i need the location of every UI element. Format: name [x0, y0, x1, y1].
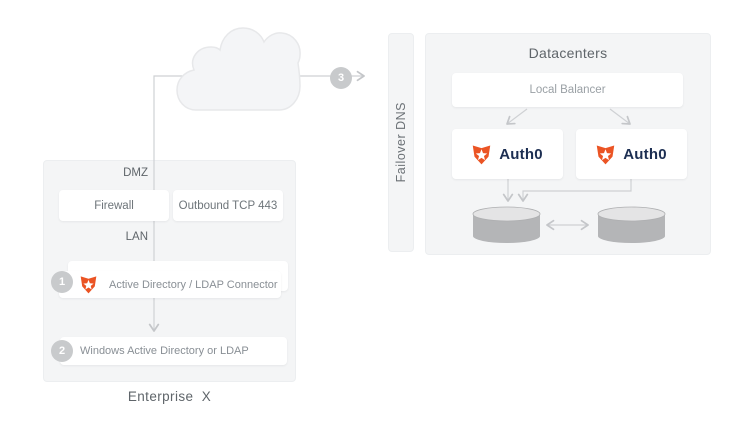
balancer-to-node1-arrow	[506, 108, 528, 125]
failover-dns-bar: Failover DNS	[388, 33, 414, 252]
windows-ad-label: Windows Active Directory or LDAP	[80, 345, 249, 357]
local-balancer-label: Local Balancer	[529, 84, 606, 96]
local-balancer-node: Local Balancer	[452, 73, 683, 107]
auth0-shield-icon	[80, 276, 97, 294]
auth0-wordmark: Auth0	[499, 145, 543, 163]
enterprise-title: Enterprise X	[127, 389, 212, 404]
firewall-node: Firewall	[59, 190, 169, 221]
cloud-icon	[176, 27, 301, 111]
auth0-wordmark: Auth0	[623, 145, 667, 163]
step-1-badge: 1	[51, 271, 73, 293]
database-cylinder-icon	[597, 206, 666, 243]
windows-ad-node: Windows Active Directory or LDAP	[60, 337, 287, 365]
outbound-tcp-label: Outbound TCP 443	[178, 199, 278, 212]
dmz-zone-label: DMZ	[123, 167, 148, 179]
step-2-badge: 2	[51, 340, 73, 362]
lan-zone-label: LAN	[125, 231, 148, 243]
node2-to-db-arrow	[517, 179, 632, 202]
step-3-badge: 3	[330, 67, 352, 89]
auth0-shield-icon	[473, 144, 491, 164]
outbound-tcp-node: Outbound TCP 443	[173, 190, 283, 221]
auth0-node-2: Auth0	[576, 129, 687, 179]
ldap-connector-label: Active Directory / LDAP Connector	[109, 278, 278, 291]
auth0-shield-icon	[597, 144, 615, 164]
auth0-node-1: Auth0	[452, 129, 563, 179]
datacenters-title: Datacenters	[528, 45, 608, 61]
balancer-to-node2-arrow	[609, 108, 631, 125]
ldap-connector-node: Active Directory / LDAP Connector	[59, 271, 281, 298]
firewall-label: Firewall	[94, 199, 134, 212]
database-cylinder-icon	[472, 206, 541, 243]
